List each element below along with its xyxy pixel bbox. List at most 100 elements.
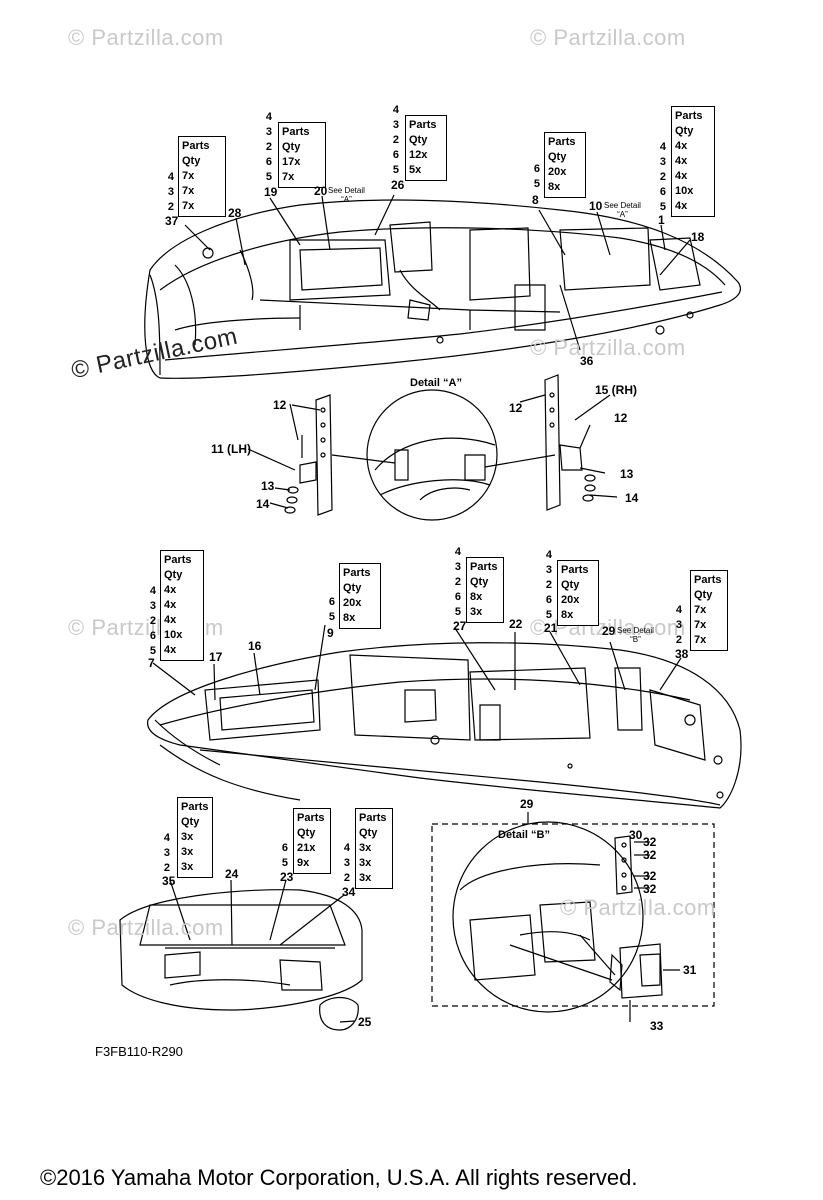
watermark: © Partzilla.com: [560, 895, 716, 920]
qty-value: 7x: [182, 200, 195, 212]
part-ref: 3: [343, 857, 350, 869]
part-ref: 2: [675, 634, 682, 646]
qty-value: 7x: [694, 634, 707, 646]
callout-12-left: 12: [273, 398, 287, 412]
part-ref: 4: [265, 111, 272, 123]
part-ref: 3: [149, 600, 156, 612]
callout-10: 10: [589, 199, 603, 213]
qty-value: 4x: [164, 644, 177, 656]
callout-12-right: 12: [614, 411, 628, 425]
callout-29: 29: [602, 624, 616, 638]
part-ref: 3: [265, 126, 272, 138]
qty-value: 4x: [675, 140, 688, 152]
callout-ref: 23: [280, 870, 294, 884]
qty-value: 8x: [343, 612, 356, 624]
qty-value: 4x: [675, 170, 688, 182]
watermark: © Partzilla.com: [68, 915, 224, 940]
part-ref: 5: [392, 164, 399, 176]
part-ref: 2: [163, 862, 170, 874]
parts-header: Parts: [297, 812, 325, 824]
callout-32: 32: [643, 848, 657, 862]
callout-11-lh: 11 (LH): [211, 442, 252, 456]
see-detail-text: See Detail: [617, 626, 654, 635]
qty-value: 7x: [282, 171, 295, 183]
qty-header: Qty: [548, 151, 567, 163]
callout-14-right: 14: [625, 491, 639, 505]
part-ref: 5: [265, 171, 272, 183]
callout-13-left: 13: [261, 479, 275, 493]
qty-value: 7x: [694, 619, 707, 631]
part-ref: 2: [454, 576, 461, 588]
qty-header: Qty: [164, 569, 183, 581]
parts-header: Parts: [181, 801, 209, 813]
parts-header: Parts: [182, 140, 210, 152]
callout-28: 28: [228, 206, 242, 220]
callout-17: 17: [209, 650, 223, 664]
see-detail-text: See Detail: [328, 186, 365, 195]
qty-value: 3x: [359, 857, 372, 869]
part-ref: 2: [392, 134, 399, 146]
callout-ref: 38: [675, 647, 689, 661]
qty-value: 12x: [409, 149, 428, 161]
part-ref: 4: [675, 604, 682, 616]
qty-value: 4x: [164, 614, 177, 626]
callout-25: 25: [358, 1015, 372, 1029]
callout-13-right: 13: [620, 467, 634, 481]
detail-b-title: Detail “B”: [498, 829, 550, 841]
part-ref: 2: [167, 201, 174, 213]
qty-value: 10x: [164, 629, 183, 641]
detail-a-illustration: [247, 374, 618, 521]
part-ref: 2: [659, 171, 666, 183]
part-ref: 6: [149, 630, 156, 642]
part-ref: 4: [392, 104, 399, 116]
qty-header: Qty: [182, 155, 201, 167]
qty-value: 4x: [675, 200, 688, 212]
parts-header: Parts: [282, 126, 310, 138]
watermark: © Partzilla.com: [530, 335, 686, 360]
callout-ref: 19: [264, 185, 278, 199]
part-ref: 2: [343, 872, 350, 884]
part-ref: 5: [454, 606, 461, 618]
part-ref: 6: [533, 163, 540, 175]
qty-header: Qty: [359, 827, 378, 839]
see-detail-text: See Detail: [604, 201, 641, 210]
callout-22: 22: [509, 617, 523, 631]
part-ref: 5: [281, 857, 288, 869]
callout-ref: 21: [544, 621, 558, 635]
see-detail-letter: “A”: [617, 210, 628, 219]
callout-30: 30: [629, 828, 643, 842]
parts-header: Parts: [470, 561, 498, 573]
callout-ref: 1: [658, 213, 665, 227]
watermark: © Partzilla.com: [530, 615, 686, 640]
copyright-notice: ©2016 Yamaha Motor Corporation, U.S.A. A…: [40, 1165, 638, 1190]
part-ref: 4: [167, 171, 174, 183]
part-ref: 6: [545, 594, 552, 606]
detail-b-illustration: [431, 812, 715, 1022]
part-ref: 2: [545, 579, 552, 591]
qty-header: Qty: [675, 125, 694, 137]
part-ref: 3: [163, 847, 170, 859]
callout-32: 32: [643, 882, 657, 896]
part-ref: 5: [149, 645, 156, 657]
qty-value: 3x: [181, 846, 194, 858]
callout-32: 32: [643, 835, 657, 849]
callout-14-left: 14: [256, 497, 270, 511]
callout-32: 32: [643, 869, 657, 883]
parts-header: Parts: [694, 574, 722, 586]
see-detail-b-note: See Detail “B”: [617, 626, 654, 644]
part-ref: 4: [545, 549, 552, 561]
upper-boat-illustration: [144, 194, 741, 379]
qty-value: 3x: [359, 842, 372, 854]
callout-ref: 34: [342, 885, 356, 899]
callout-ref: 37: [165, 214, 179, 228]
qty-header: Qty: [297, 827, 316, 839]
part-ref: 2: [149, 615, 156, 627]
part-ref: 4: [163, 832, 170, 844]
part-ref: 6: [454, 591, 461, 603]
parts-header: Parts: [561, 564, 589, 576]
part-ref: 6: [392, 149, 399, 161]
qty-header: Qty: [409, 134, 428, 146]
qty-header: Qty: [282, 141, 301, 153]
callout-36: 36: [580, 354, 594, 368]
